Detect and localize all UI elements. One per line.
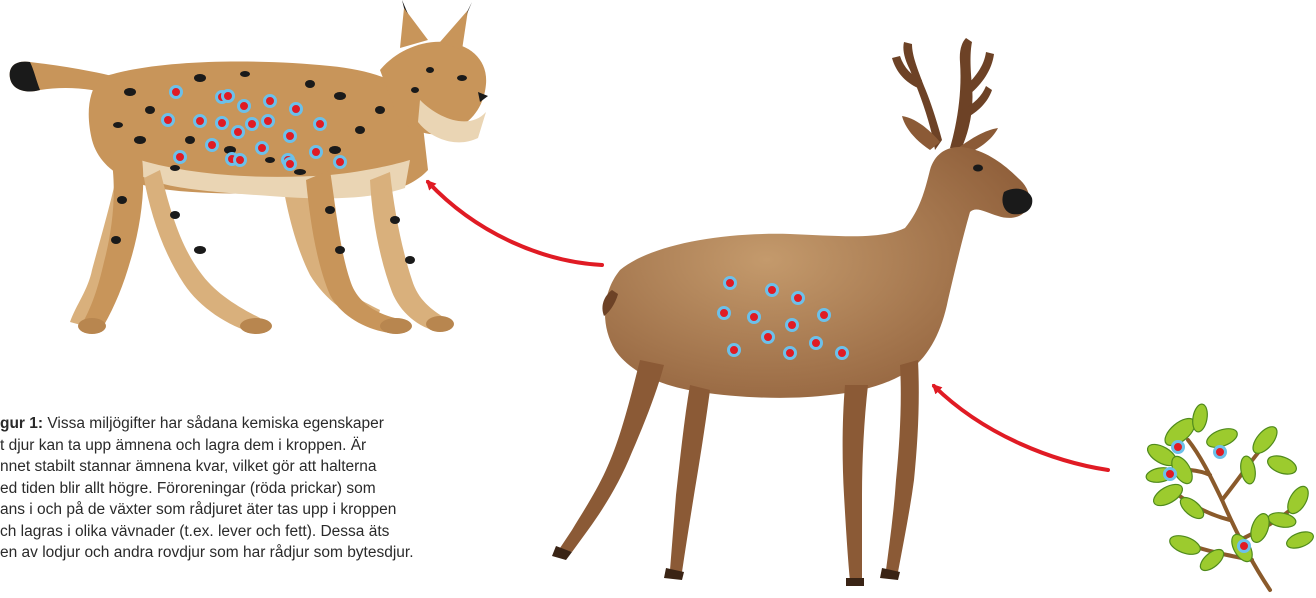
deer-pollutant-dot — [763, 332, 774, 343]
deer-pollutant-dot — [749, 312, 760, 323]
lynx-pollutant-dot — [285, 159, 296, 170]
lynx-pollutant-dot — [235, 155, 246, 166]
deer-icon — [552, 38, 1032, 586]
deer-pollutant-dot — [811, 338, 822, 349]
deer-pollutant-dot — [787, 320, 798, 331]
deer-pollutant-dot — [819, 310, 830, 321]
caption-line-7: en av lodjur och andra rovdjur som har r… — [0, 542, 516, 564]
lynx-pollutant-dot — [285, 131, 296, 142]
deer-pollutant-dot — [837, 348, 848, 359]
plant-pollutant-dot — [1215, 447, 1226, 458]
caption-line-6: ch lagras i olika vävnader (t.ex. lever … — [0, 521, 516, 543]
lynx-pollutant-dot — [263, 116, 274, 127]
lynx-pollutant-dot — [311, 147, 322, 158]
deer-pollutant-dot — [785, 348, 796, 359]
arrow-plant-to-deer — [934, 386, 1108, 470]
deer-pollutant-dot — [719, 308, 730, 319]
plant-pollutant-dot — [1239, 541, 1250, 552]
caption-label: gur 1: — [0, 415, 43, 432]
deer-pollutant-dot — [725, 278, 736, 289]
caption-line-1: gur 1: Vissa miljögifter har sådana kemi… — [0, 413, 516, 435]
plant-pollutant-dot — [1173, 442, 1184, 453]
lynx-pollutant-dot — [223, 91, 234, 102]
lynx-pollutant-dot — [207, 140, 218, 151]
caption-line-1-text: Vissa miljögifter har sådana kemiska ege… — [43, 415, 384, 432]
deer-pollutant-dot — [793, 293, 804, 304]
lynx-pollutant-dot — [239, 101, 250, 112]
lynx-pollutant-dot — [217, 118, 228, 129]
caption-line-5: ans i och på de växter som rådjuret äter… — [0, 499, 516, 521]
lynx-pollutant-dot — [233, 127, 244, 138]
lynx-pollutant-dot — [171, 87, 182, 98]
plant-pollutant-dot — [1165, 469, 1176, 480]
arrow-deer-to-lynx — [428, 182, 602, 265]
lynx-pollutant-dot — [163, 115, 174, 126]
plant-icon — [1144, 403, 1315, 590]
figure-caption: gur 1: Vissa miljögifter har sådana kemi… — [0, 413, 516, 564]
deer-pollutant-dot — [767, 285, 778, 296]
lynx-pollutant-dot — [315, 119, 326, 130]
lynx-pollutant-dot — [335, 157, 346, 168]
lynx-pollutant-dot — [175, 152, 186, 163]
deer-pollutant-dot — [729, 345, 740, 356]
caption-line-2: t djur kan ta upp ämnena och lagra dem i… — [0, 435, 516, 457]
lynx-pollutant-dot — [195, 116, 206, 127]
lynx-icon — [10, 0, 488, 334]
caption-line-4: ed tiden blir allt högre. Föroreningar (… — [0, 478, 516, 500]
lynx-pollutant-dot — [291, 104, 302, 115]
lynx-pollutant-dot — [247, 119, 258, 130]
lynx-pollutant-dot — [257, 143, 268, 154]
lynx-pollutant-dot — [265, 96, 276, 107]
caption-line-3: nnet stabilt stannar ämnena kvar, vilket… — [0, 456, 516, 478]
